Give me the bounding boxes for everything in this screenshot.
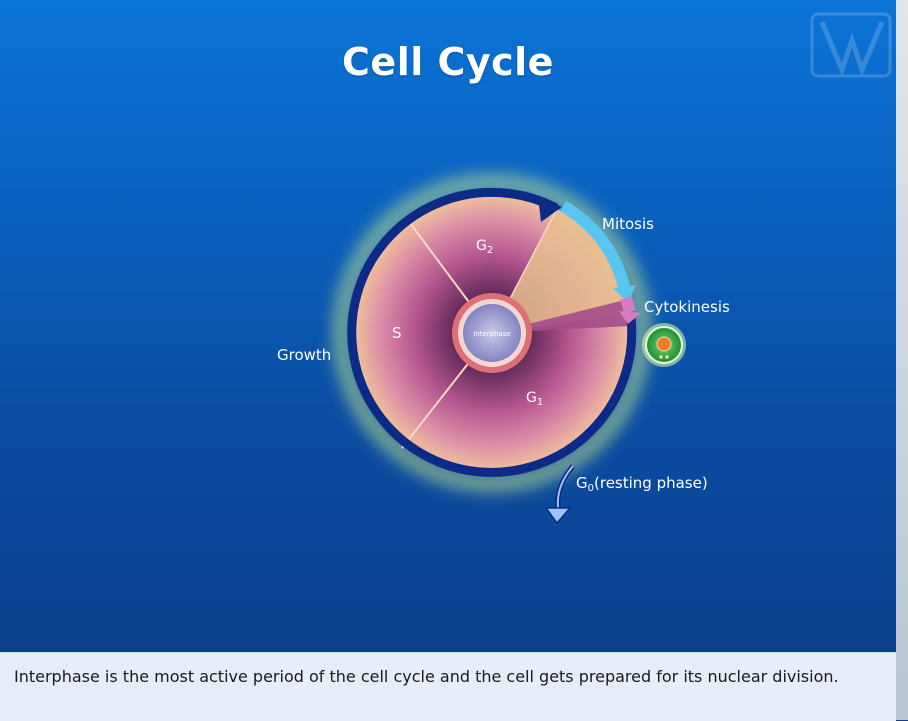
s-label: S — [392, 324, 402, 342]
g1-label: G1 — [526, 390, 543, 408]
slide-canvas: Cell Cycle — [0, 0, 896, 652]
mitosis-label: Mitosis — [602, 215, 654, 233]
center-label: Interphase — [473, 330, 511, 338]
interphase-core — [463, 304, 521, 362]
cell-cycle-diagram: Interphase G2 S G1 Growth Mitosis Cytoki… — [277, 12, 892, 525]
glow-halo — [333, 174, 651, 492]
g0-label: G0(resting phase) — [576, 474, 708, 494]
caption-text: Interphase is the most active period of … — [14, 667, 839, 686]
daughter-cell-dot-b — [665, 355, 669, 359]
caption-bar: Interphase is the most active period of … — [0, 652, 896, 721]
g0-exit-arrowhead — [544, 507, 572, 525]
cytokinesis-arrow — [620, 296, 636, 314]
mitosis-arrow — [559, 200, 631, 292]
slide-title: Cell Cycle — [342, 40, 554, 84]
watermark-logo — [810, 12, 892, 78]
growth-ring — [347, 187, 637, 477]
daughter-cell-dot-a — [659, 355, 663, 359]
daughter-cell-nucleus — [656, 336, 672, 352]
cytokinesis-arrowhead — [619, 311, 641, 324]
mitosis-arrowhead — [613, 285, 636, 303]
growth-label: Growth — [277, 346, 331, 364]
growth-arrowhead — [538, 196, 562, 222]
cytokinesis-label: Cytokinesis — [644, 298, 730, 316]
g0-exit-arrow-highlight — [556, 465, 574, 509]
window-edge-strip — [896, 0, 908, 720]
g2-label: G2 — [476, 238, 493, 256]
